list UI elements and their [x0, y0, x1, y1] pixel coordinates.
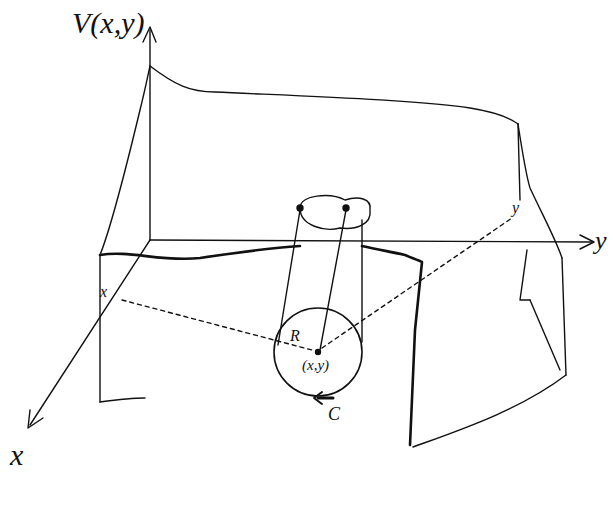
cylinder-top	[300, 196, 370, 230]
curve-label: C	[328, 405, 340, 423]
x-axis	[30, 240, 150, 425]
v-axis	[149, 30, 150, 240]
circle-outline	[272, 306, 364, 398]
circle-outline	[274, 308, 362, 396]
guide-line	[322, 218, 512, 348]
surface-edge	[413, 375, 566, 447]
v-axis-head	[143, 27, 156, 42]
tick-label: x	[100, 284, 107, 300]
point	[297, 205, 303, 211]
surface-edge	[100, 66, 150, 255]
surface-edge	[562, 258, 566, 375]
surface-edge	[520, 250, 530, 300]
orientation-arrow	[318, 397, 333, 400]
y-axis	[150, 240, 592, 242]
tick-label: y	[512, 200, 519, 216]
cylinder-side	[361, 220, 362, 342]
axis-label: V(x,y)	[72, 8, 144, 38]
axis-label: x	[10, 440, 23, 470]
x-axis-head	[28, 410, 43, 428]
surface-edge	[518, 124, 562, 258]
cylinder-side	[278, 210, 300, 345]
region-circle: R(x,y)	[272, 306, 364, 398]
surface-edge	[150, 66, 518, 124]
surface-edge	[530, 300, 560, 370]
cylinder-axis	[320, 210, 346, 350]
center-label: (x,y)	[302, 358, 329, 373]
orientation-arrow	[314, 392, 322, 404]
radius-label: R	[290, 328, 300, 344]
axis-label: y	[595, 228, 607, 254]
surface-edge	[99, 255, 100, 402]
point	[343, 205, 349, 211]
y-axis-head	[580, 235, 594, 249]
point	[316, 350, 321, 355]
surface-edge	[100, 398, 145, 402]
surface-slice	[100, 246, 300, 259]
surface-slice	[362, 246, 422, 445]
